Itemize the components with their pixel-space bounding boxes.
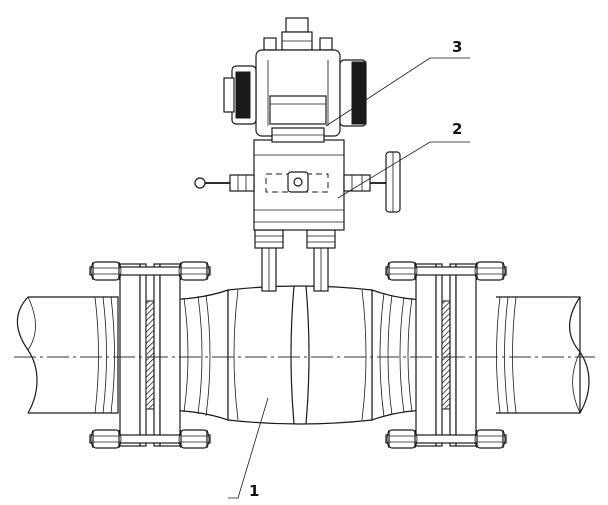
impulse-tubes	[254, 229, 336, 292]
valve-manifold	[194, 139, 401, 231]
callout-label-1: 1	[249, 482, 259, 500]
right-pipe	[496, 296, 590, 414]
transmitter-head	[223, 17, 367, 143]
meter-body	[227, 285, 373, 425]
callout-label-2: 2	[452, 120, 462, 138]
left-pipe	[16, 296, 119, 414]
callout-leaders	[228, 57, 470, 499]
callout-label-3: 3	[452, 38, 462, 56]
